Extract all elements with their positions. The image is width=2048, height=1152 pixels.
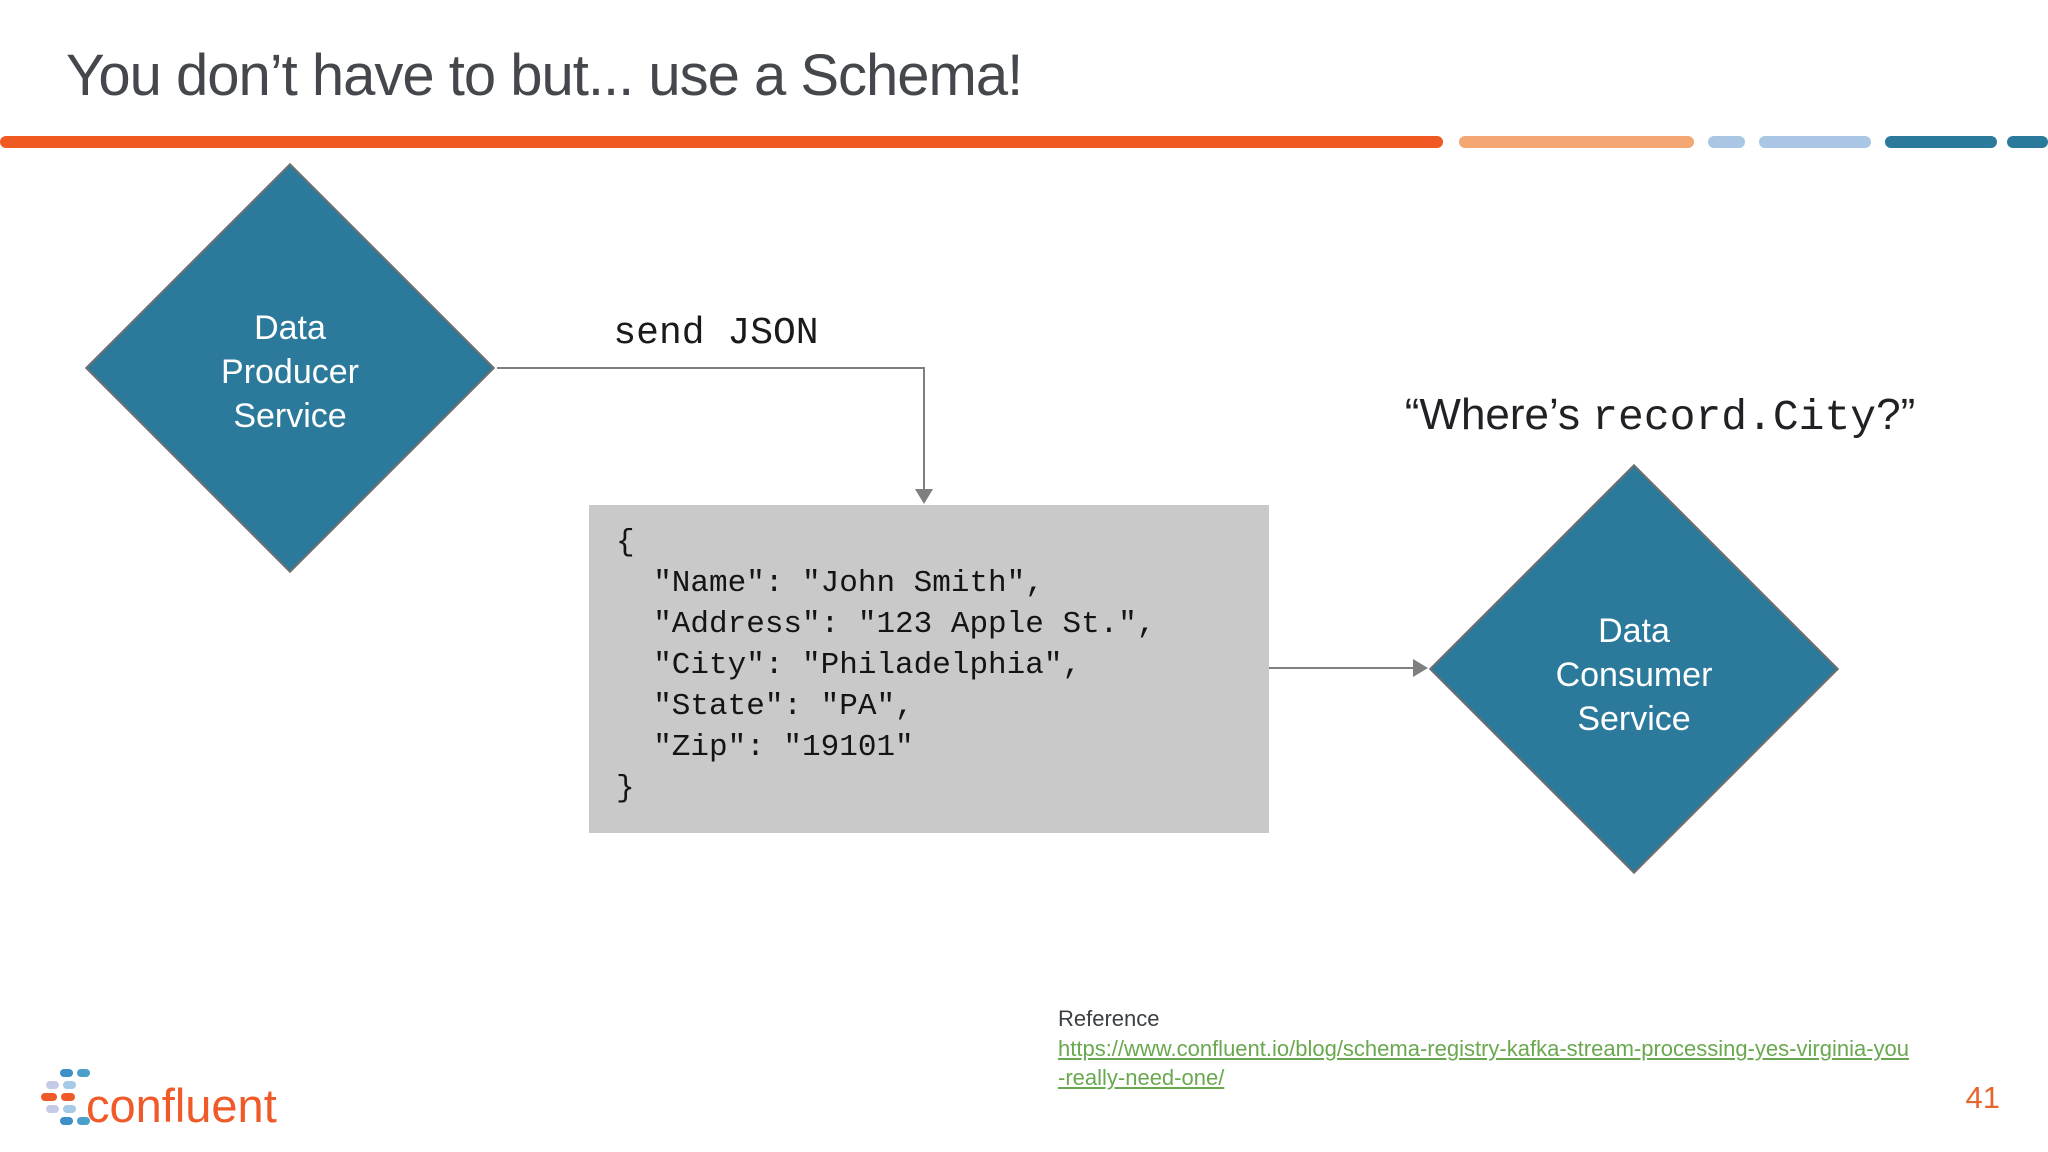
consumer-diamond-label: Data Consumer Service xyxy=(1434,609,1834,741)
reference-link-line2[interactable]: -really-need-one/ xyxy=(1058,1065,1225,1090)
reference-link-line1[interactable]: https://www.confluent.io/blog/schema-reg… xyxy=(1058,1036,1909,1061)
consumer-label-line2: Consumer xyxy=(1555,656,1713,694)
logo-mark-dash-icon xyxy=(60,1117,73,1125)
quote-prefix: “Where’s xyxy=(1404,390,1593,439)
logo-mark-dash-icon xyxy=(77,1117,90,1125)
json-payload-code: { "Name": "John Smith", "Address": "123 … xyxy=(616,525,1156,806)
divider-segment-light-blue xyxy=(1759,136,1871,148)
divider-segment-light-blue-small xyxy=(1708,136,1745,148)
divider-segment-orange xyxy=(0,136,1443,148)
consumer-label-line1: Data xyxy=(1598,612,1670,650)
producer-arrowhead-icon xyxy=(915,489,933,504)
logo-mark-dash-icon xyxy=(60,1069,73,1077)
producer-label-line2: Producer xyxy=(221,353,359,391)
send-json-label: send JSON xyxy=(613,312,819,355)
consumer-arrowhead-icon xyxy=(1413,659,1428,677)
logo-mark-dash-icon xyxy=(41,1093,57,1101)
logo-mark-dash-icon xyxy=(61,1093,75,1101)
consumer-label-line3: Service xyxy=(1577,700,1691,738)
producer-arrow-horizontal-line xyxy=(497,367,925,369)
producer-arrow-vertical-line xyxy=(923,367,925,490)
producer-label-line3: Service xyxy=(233,397,347,435)
producer-label-line1: Data xyxy=(254,309,326,347)
reference-block: Reference https://www.confluent.io/blog/… xyxy=(1058,1004,1978,1092)
consumer-arrow-line xyxy=(1269,667,1414,669)
logo-mark-dash-icon xyxy=(77,1069,90,1077)
page-number: 41 xyxy=(1965,1080,2000,1115)
slide-title: You don’t have to but... use a Schema! xyxy=(66,43,1023,108)
divider-segment-light-orange xyxy=(1459,136,1694,148)
divider-segment-teal-small xyxy=(2007,136,2048,148)
quote-code: record.City xyxy=(1592,393,1877,442)
logo-mark-dash-icon xyxy=(46,1105,59,1113)
producer-diamond-label: Data Producer Service xyxy=(90,306,490,438)
wheres-record-city-quote: “Where’s record.City?” xyxy=(1350,390,1970,442)
divider-segment-teal xyxy=(1885,136,1997,148)
json-payload-box: { "Name": "John Smith", "Address": "123 … xyxy=(589,505,1269,833)
logo-mark-dash-icon xyxy=(63,1105,76,1113)
reference-link[interactable]: https://www.confluent.io/blog/schema-reg… xyxy=(1058,1034,1978,1092)
quote-suffix: ?” xyxy=(1876,390,1916,439)
reference-label: Reference xyxy=(1058,1006,1160,1031)
logo-mark-dash-icon xyxy=(63,1081,76,1089)
logo-mark-dash-icon xyxy=(46,1081,59,1089)
confluent-logo-text: confluent xyxy=(86,1079,277,1132)
